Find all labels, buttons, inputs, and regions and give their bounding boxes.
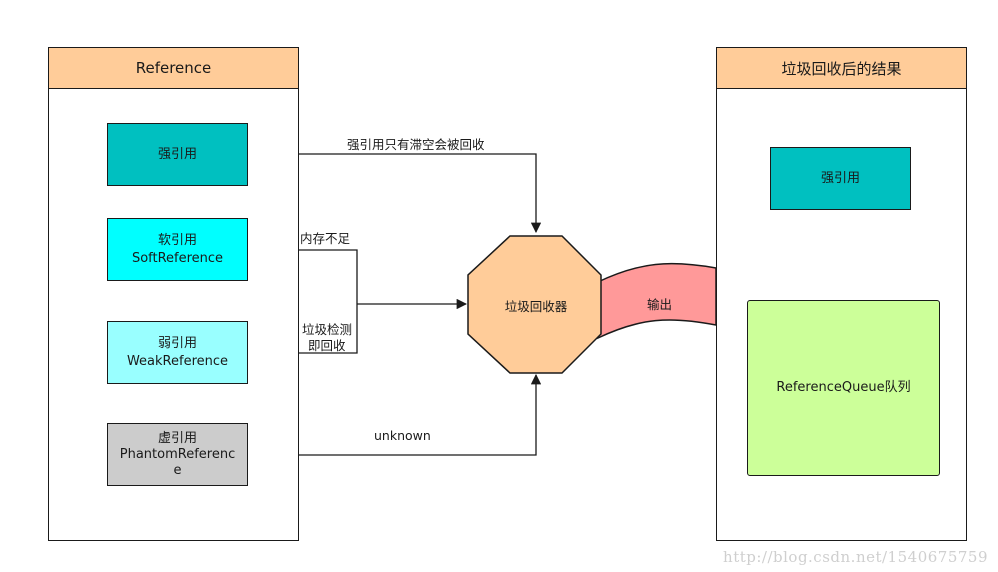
edge-soft-label: 内存不足 <box>300 231 351 246</box>
phantom-reference-label-cn: 虚引用 <box>157 430 197 446</box>
edge-phantom <box>247 373 542 456</box>
soft-reference-box: 软引用 SoftReference <box>107 218 248 281</box>
phantom-reference-label-en-tail: e <box>173 462 182 478</box>
gc-label: 垃圾回收器 <box>504 299 568 314</box>
edge-strong-label: 强引用只有滞空会被回收 <box>347 137 485 152</box>
soft-reference-label-cn: 软引用 <box>157 232 197 248</box>
output-label: 输出 <box>647 297 673 312</box>
phantom-reference-label-en: PhantomReferenc <box>119 446 236 462</box>
edge-weak-label-line2: 即回收 <box>308 338 346 353</box>
result-strong-reference-label: 强引用 <box>820 170 860 186</box>
reference-queue-label: ReferenceQueue队列 <box>776 380 911 395</box>
edge-weak-label-line1: 垃圾检测 <box>302 322 353 337</box>
reference-queue-box: ReferenceQueue队列 <box>747 300 940 476</box>
reference-panel-title: Reference <box>49 48 298 89</box>
edge-strong <box>247 153 542 234</box>
weak-reference-label-cn: 弱引用 <box>157 335 197 351</box>
weak-reference-label-en: WeakReference <box>126 353 229 369</box>
watermark: http://blog.csdn.net/1540675759 <box>723 548 988 566</box>
gc-octagon <box>467 235 602 374</box>
strong-reference-box: 强引用 <box>107 123 248 186</box>
soft-reference-label-en: SoftReference <box>131 250 224 266</box>
weak-reference-box: 弱引用 WeakReference <box>107 321 248 384</box>
strong-reference-label: 强引用 <box>157 146 197 162</box>
phantom-reference-box: 虚引用 PhantomReferenc e <box>107 423 248 486</box>
gc-result-panel-title: 垃圾回收后的结果 <box>717 48 966 89</box>
edge-phantom-label: unknown <box>374 428 431 443</box>
result-strong-reference-box: 强引用 <box>770 147 911 210</box>
